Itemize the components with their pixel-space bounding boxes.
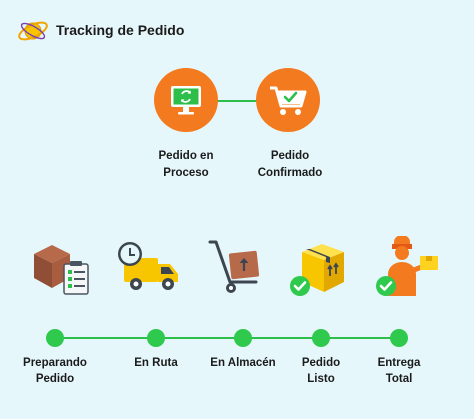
step-in-warehouse-line1: En Almacén [210,357,276,369]
timeline-dot-in-warehouse[interactable] [234,329,252,347]
step-ready-line1: Pedido [301,357,341,369]
delivery-person-icon [376,236,438,296]
status-confirmed-label: Pedido Confirmado [230,148,350,182]
step-ready[interactable] [288,236,356,300]
step-delivered[interactable] [374,236,442,300]
timeline-dot-delivered[interactable] [390,329,408,347]
timeline-dot-ready[interactable] [312,329,330,347]
timeline-dot-preparing[interactable] [46,329,64,347]
step-preparing-line1: Preparando [23,357,87,369]
step-preparing-label: Preparando Pedido [7,355,103,387]
monitor-refresh-icon [171,86,201,115]
status-processing[interactable] [154,68,218,132]
status-connector [212,100,264,102]
step-delivered-line2: Total [385,373,413,385]
step-in-route-label: En Ruta [108,355,204,371]
step-in-warehouse-label: En Almacén [195,355,291,371]
status-confirmed-line2: Confirmado [257,167,323,179]
step-preparing[interactable] [28,236,96,300]
header: Tracking de Pedido [16,14,456,48]
step-delivered-label: Entrega Total [351,355,447,387]
globe-orbit-logo-icon [16,14,50,48]
box-clipboard-icon [34,245,89,295]
status-confirmed-line1: Pedido [270,150,310,162]
delivery-truck-clock-icon [118,242,178,290]
cart-check-icon [270,86,307,115]
status-processing-line1: Pedido en [158,150,214,162]
step-preparing-line2: Pedido [35,373,75,385]
package-ready-icon [290,244,344,296]
status-confirmed[interactable] [256,68,320,132]
step-in-route-line1: En Ruta [134,357,178,369]
step-in-route[interactable] [116,236,184,300]
timeline-line [55,337,401,339]
timeline-dot-in-route[interactable] [147,329,165,347]
step-delivered-line1: Entrega [377,357,421,369]
status-processing-line2: Proceso [163,167,209,179]
step-ready-label: Pedido Listo [273,355,369,387]
hand-truck-box-icon [208,240,260,293]
status-processing-label: Pedido en Proceso [126,148,246,182]
page-title: Tracking de Pedido [56,22,185,38]
step-in-warehouse[interactable] [204,236,272,300]
step-ready-line2: Listo [307,373,335,385]
